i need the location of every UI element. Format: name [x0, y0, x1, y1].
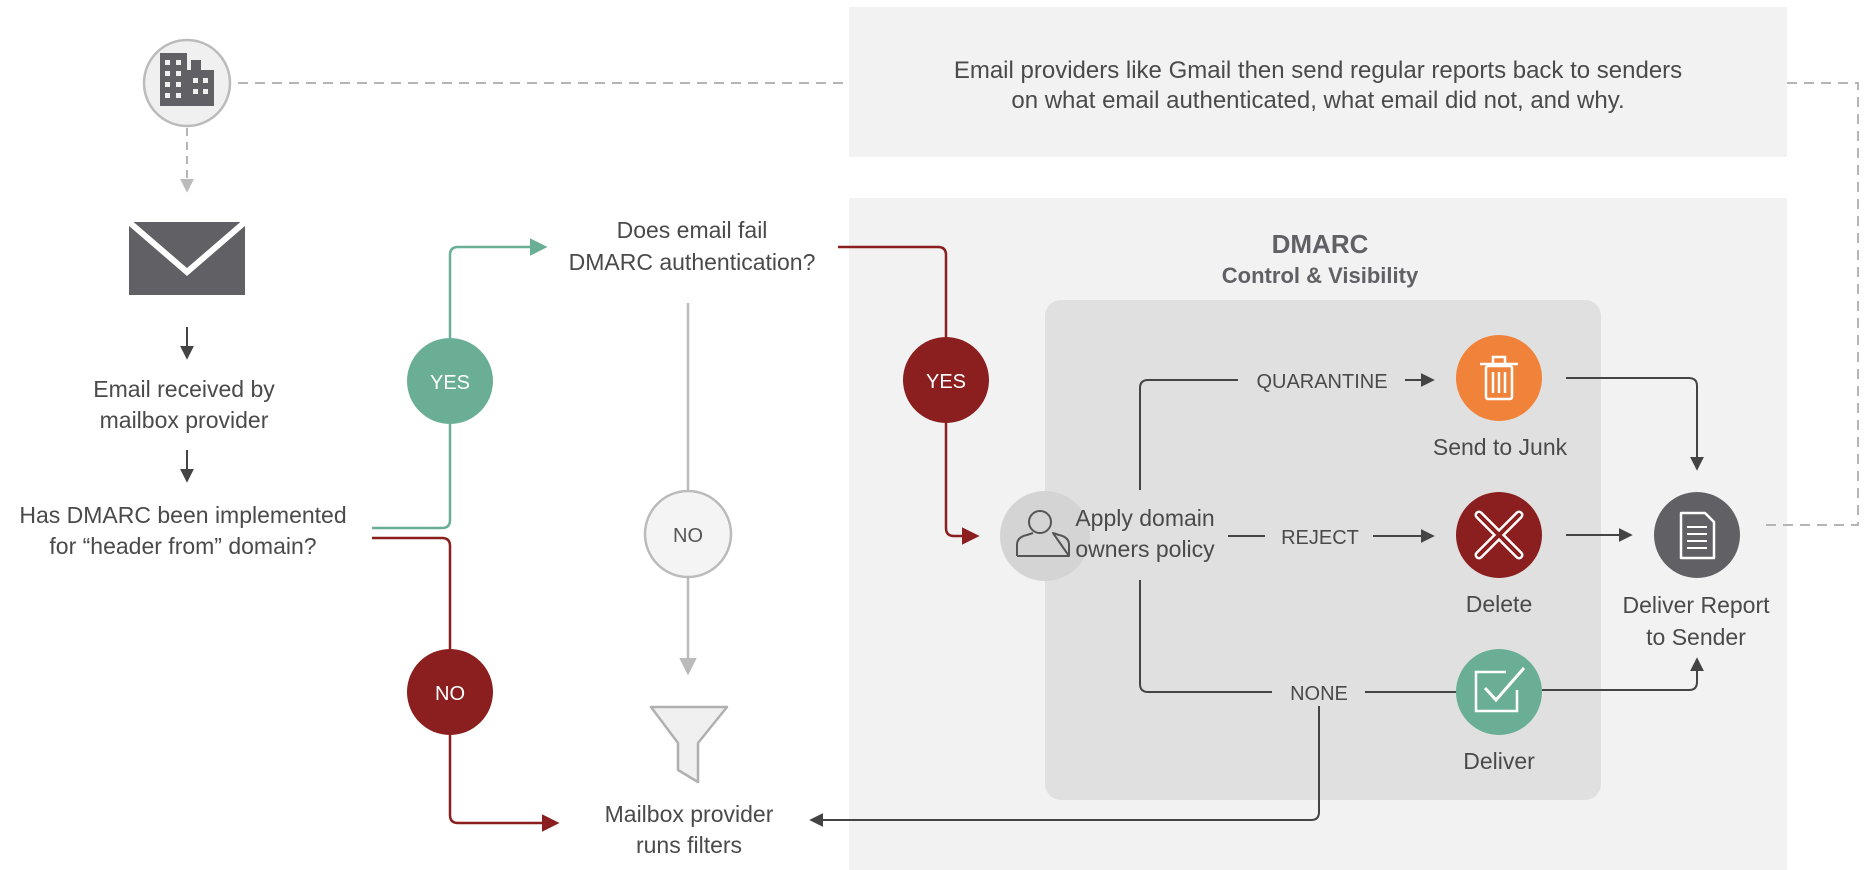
building-icon	[142, 38, 232, 128]
svg-text:NO: NO	[435, 683, 465, 705]
quarantine-branch-line	[1139, 379, 1238, 490]
delete-label: Delete	[1466, 591, 1532, 617]
policy-line-1: Apply domain	[1075, 505, 1214, 531]
report-info-line-2: on what email authenticated, what email …	[1011, 87, 1624, 114]
report-label-line-1: Deliver Report	[1623, 592, 1771, 618]
fail-question-line-1: Does email fail	[617, 217, 768, 243]
envelope-icon	[127, 219, 247, 295]
none-branch-line	[1139, 580, 1272, 693]
reject-label: REJECT	[1281, 527, 1359, 549]
yes-implemented-badge: YES	[407, 338, 493, 424]
none-to-filters-arrow	[809, 706, 1320, 827]
none-label: NONE	[1290, 683, 1348, 705]
no-implemented-badge: NO	[407, 649, 493, 735]
dmarc-title: DMARC	[1272, 229, 1369, 259]
filters-line-1: Mailbox provider	[605, 801, 774, 827]
received-line-1: Email received by	[93, 376, 275, 402]
fail-question-line-2: DMARC authentication?	[569, 249, 816, 275]
person-icon	[1000, 491, 1090, 581]
yes-fail-badge: YES	[903, 337, 989, 423]
document-icon	[1654, 492, 1740, 578]
deliver-to-report-arrow	[1542, 657, 1704, 691]
deliver-label: Deliver	[1463, 748, 1535, 774]
quarantine-label: QUARANTINE	[1256, 371, 1387, 393]
report-label-line-2: to Sender	[1646, 624, 1746, 650]
svg-text:NO: NO	[673, 525, 703, 547]
funnel-icon	[649, 705, 729, 784]
svg-text:YES: YES	[430, 372, 470, 394]
svg-text:YES: YES	[926, 371, 966, 393]
report-info-box	[849, 7, 1787, 157]
implemented-line-2: for “header from” domain?	[49, 533, 316, 559]
report-info-line-1: Email providers like Gmail then send reg…	[954, 57, 1682, 84]
trash-icon	[1456, 335, 1542, 421]
implemented-line-1: Has DMARC been implemented	[19, 502, 346, 528]
policy-line-2: owners policy	[1075, 536, 1215, 562]
report-loop-line	[238, 82, 1859, 526]
checkbox-icon	[1456, 649, 1542, 735]
junk-label: Send to Junk	[1433, 434, 1568, 460]
junk-to-report-arrow	[1566, 377, 1704, 471]
no-fail-badge: NO	[643, 489, 733, 579]
received-line-2: mailbox provider	[100, 407, 269, 433]
dmarc-subtitle: Control & Visibility	[1222, 263, 1419, 288]
filters-line-2: runs filters	[636, 832, 742, 858]
x-icon	[1456, 492, 1542, 578]
